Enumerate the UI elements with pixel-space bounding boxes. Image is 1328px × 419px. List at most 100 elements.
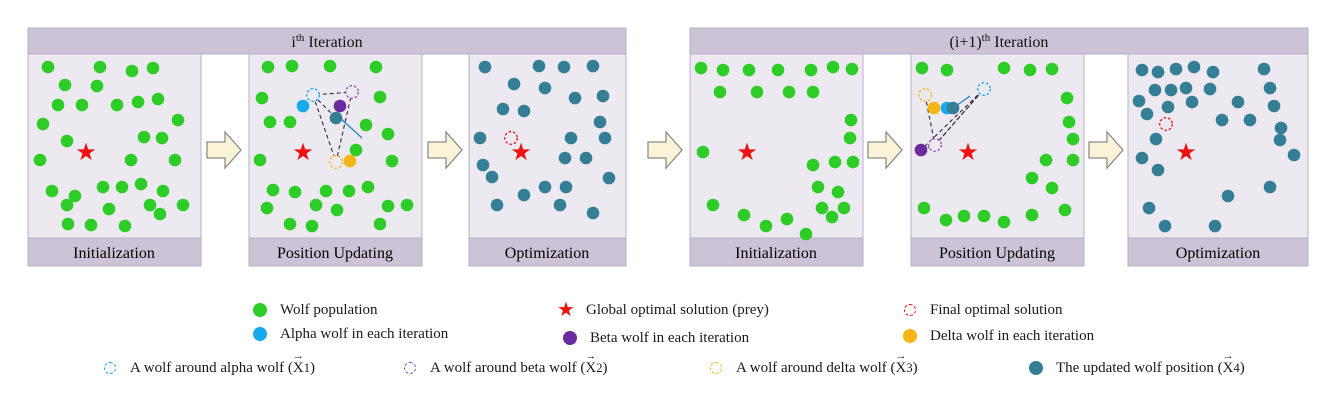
wolf-dot [977, 209, 991, 223]
dot-layer: ★★★★★★ [33, 59, 1301, 241]
wolf-dot [373, 90, 387, 104]
around-alpha-ring [306, 88, 320, 102]
delta-dot-icon [900, 326, 920, 346]
wolf-dot [837, 201, 851, 215]
prey-star-icon: ★ [510, 138, 532, 166]
legend-text: Delta wolf in each iteration [930, 327, 1095, 344]
wolf-dot [940, 63, 954, 77]
updated-wolf-dot [473, 131, 487, 145]
updated-wolf-dot [593, 115, 607, 129]
legend-beta-wolf: Beta wolf in each iteration [560, 328, 749, 348]
wolf-dot [917, 201, 931, 215]
updated-wolf-dot [538, 180, 552, 194]
dashed-ring-icon [900, 300, 920, 320]
updated-wolf-dot [1203, 82, 1217, 96]
wolf-dot [41, 60, 55, 74]
wolf-dot [261, 60, 275, 74]
wolf-dot [381, 199, 395, 213]
wolf-dot [155, 131, 169, 145]
beta-link-lines [920, 88, 985, 151]
wolf-dot [1025, 208, 1039, 222]
wolf-dot [58, 78, 72, 92]
wolf-dot [137, 130, 151, 144]
updated-wolf-dot [517, 104, 531, 118]
updated-wolf-dot [1206, 65, 1220, 79]
wolf-dot [359, 118, 373, 132]
legend-wolf-population: Wolf population [250, 300, 378, 320]
legend-text: Wolf population [280, 301, 378, 318]
wolf-dot [361, 180, 375, 194]
wolf-dot [1066, 132, 1080, 146]
wolf-dot [750, 85, 764, 99]
wolf-dot [759, 219, 773, 233]
updated-wolf-dot [1243, 113, 1257, 127]
vector-symbol: X [1222, 359, 1234, 376]
wolf-dot [696, 145, 710, 159]
legend-final-optimal: Final optimal solution [900, 300, 1063, 320]
wolf-dot [36, 117, 50, 131]
legend-text: The updated wolf position ( [1056, 359, 1223, 376]
wolf-dot [799, 227, 813, 241]
updated-wolf-dot [329, 111, 343, 125]
wolf-dot [319, 184, 333, 198]
updated-wolf-dot [1267, 99, 1281, 113]
wolf-dot [146, 61, 160, 75]
legend: Wolf population Alpha wolf in each itera… [0, 290, 1328, 419]
wolf-dot [806, 85, 820, 99]
close-paren: ) [1239, 359, 1245, 376]
wolf-dot [706, 198, 720, 212]
wolf-dot [373, 217, 387, 231]
alpha-link-lines [312, 94, 337, 119]
final-optimal-ring [1159, 117, 1173, 131]
legend-text: A wolf around alpha wolf ( [130, 359, 293, 376]
panel-label: Optimization [1176, 245, 1260, 262]
flow-arrow-icon [1088, 130, 1124, 170]
close-paren: ) [309, 359, 315, 376]
legend-global-optimal: ★ Global optimal solution (prey) [556, 300, 769, 320]
updated-wolf-dot [1148, 83, 1162, 97]
wolf-dot [118, 219, 132, 233]
wolf-dot [255, 91, 269, 105]
updated-wolf-dot [1208, 219, 1222, 233]
prey-star-icon: ★ [1175, 138, 1197, 166]
legend-text: Beta wolf in each iteration [590, 329, 750, 346]
vector-subscript: 3 [906, 360, 913, 375]
update-direction-arrow [339, 117, 363, 139]
legend-text: Final optimal solution [930, 301, 1063, 318]
wolf-dot [1023, 63, 1037, 77]
dashed-ring-icon [706, 358, 726, 378]
wolf-dot [93, 60, 107, 74]
wolf-dot [75, 98, 89, 112]
wolf-dot [153, 207, 167, 221]
iteration-header-1 [27, 27, 627, 55]
delta-wolf-dot [927, 101, 941, 115]
flow-arrow-icon [647, 130, 683, 170]
wolf-dot [997, 215, 1011, 229]
updated-wolf-dot [568, 91, 582, 105]
flow-arrow-icon [867, 130, 903, 170]
around-beta-ring [928, 138, 942, 152]
updated-wolf-dot [1149, 132, 1163, 146]
flow-arrow-icon [427, 130, 463, 170]
updated-wolf-dot [602, 171, 616, 185]
updated-dot-icon [1026, 358, 1046, 378]
updated-wolf-dot [1132, 94, 1146, 108]
wolf-dot [283, 217, 297, 231]
wolf-dot [102, 202, 116, 216]
wolf-dot [843, 131, 857, 145]
wolf-dot [1045, 62, 1059, 76]
wolf-dot [349, 143, 363, 157]
wolf-dot [330, 203, 344, 217]
wolf-dot [125, 64, 139, 78]
panel-label: Position Updating [277, 245, 393, 262]
wolf-dot [96, 180, 110, 194]
wolf-dot [323, 59, 337, 73]
wolf-dot [115, 180, 129, 194]
wolf-dot [60, 198, 74, 212]
beta-wolf-dot [333, 99, 347, 113]
wolf-dot [263, 115, 277, 129]
updated-wolf-dot [586, 59, 600, 73]
wolf-dot [61, 217, 75, 231]
